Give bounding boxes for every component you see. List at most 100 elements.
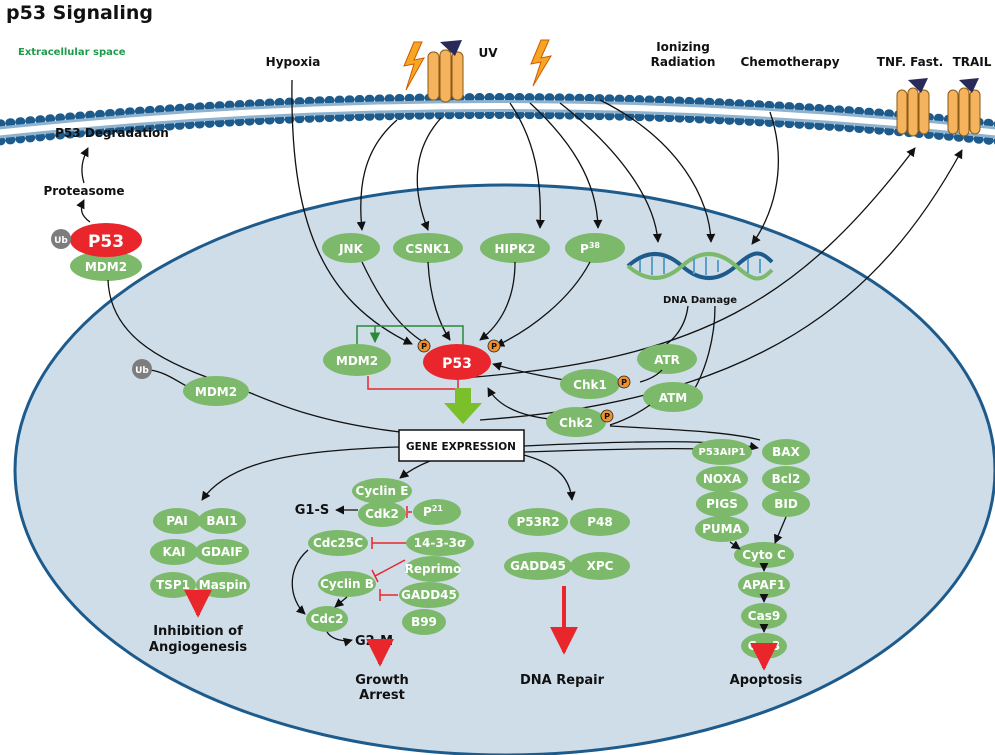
cyclin-b-label: Cyclin B (320, 577, 374, 591)
uv-receptor (427, 40, 464, 103)
chk1-node: Chk1 P (560, 369, 631, 399)
bai1-label: BAI1 (206, 514, 237, 528)
noxa-label: NOXA (703, 472, 742, 486)
green-feedback-line (356, 325, 464, 346)
dna-repair-label: DNA Repair (520, 673, 605, 688)
atm-node: ATM (643, 382, 703, 412)
arrow (80, 147, 89, 184)
angiogenesis-outcome-2: Angiogenesis (149, 640, 247, 655)
cdc2-label: Cdc2 (311, 612, 344, 626)
p48-label: P48 (587, 515, 613, 529)
chk2-label: Chk2 (559, 416, 593, 430)
proteasome-label: Proteasome (44, 184, 125, 198)
bid-label: BID (774, 497, 798, 511)
gadd45-repair-label: GADD45 (510, 559, 566, 573)
gene-expression-label: GENE EXPRESSION (406, 441, 516, 453)
p53-degradation-label: P53 Degradation (55, 126, 169, 140)
phospho-label: P (491, 342, 497, 351)
apoptosis-group: P53AIP1 NOXA PIGS PUMA BAX Bcl2 BID Cyto… (692, 439, 810, 688)
page-title: p53 Signaling (6, 2, 153, 24)
kai-label: KAI (162, 545, 185, 559)
b99-label: B99 (411, 615, 437, 629)
csnk1-label: CSNK1 (405, 242, 450, 256)
cas9-label: Cas9 (748, 609, 780, 623)
atr-node: ATR (637, 344, 697, 374)
hipk2-node: HIPK2 (480, 233, 550, 263)
arrow (76, 199, 91, 223)
p53-core-label: P53 (442, 356, 472, 372)
p21-label: P21 (423, 504, 443, 519)
chk2-node: Chk2 P (546, 407, 614, 437)
trail-receptor (947, 78, 981, 137)
ub-label: Ub (54, 236, 68, 246)
cdk2-label: Cdk2 (365, 507, 399, 521)
chk1-label: Chk1 (573, 378, 607, 392)
p53-ub-complex: MDM2 P53 Ub (51, 223, 142, 281)
hypoxia-label: Hypoxia (266, 55, 321, 69)
green-arrow-icon (444, 388, 482, 424)
apoptosis-label: Apoptosis (730, 673, 803, 688)
dna-damage-label: DNA Damage (663, 295, 737, 306)
ionizing-label-2: Radiation (651, 55, 716, 69)
ub-label: Ub (135, 366, 149, 376)
dna-helix-icon (626, 251, 774, 281)
bax-label: BAX (772, 445, 800, 459)
tnf-label: TNF. Fast. (877, 55, 943, 69)
g1s-label: G1-S (295, 503, 329, 518)
phospho-label: P (421, 342, 427, 351)
p53aip1-label: P53AIP1 (699, 447, 746, 458)
mdm2-label: MDM2 (85, 260, 127, 274)
atr-label: ATR (654, 353, 680, 367)
cyclin-e-label: Cyclin E (356, 484, 409, 498)
pigs-label: PIGS (706, 497, 738, 511)
phospho-label: P (621, 378, 627, 387)
csnk1-node: CSNK1 (393, 233, 463, 263)
g2m-label: G2-M (355, 634, 393, 649)
tsp1-label: TSP1 (156, 578, 190, 592)
ub-mdm2-nuclear: MDM2 Ub (107, 279, 401, 433)
stimulus-arrows (291, 79, 963, 421)
jnk-node: JNK (322, 233, 380, 263)
reprimo-label: Reprimo (405, 562, 462, 576)
maspin-label: Maspin (199, 578, 247, 592)
phospho-label: P (604, 412, 610, 421)
sigma-label: 14-3-3σ (414, 536, 467, 550)
cell-cycle-group: Cyclin E Cdk2 P21 Cdc25C 14-3-3σ Reprimo… (291, 478, 474, 703)
mdm2-nuclear-label: MDM2 (195, 385, 237, 399)
jnk-label: JNK (338, 242, 364, 256)
mdm2-core-label: MDM2 (336, 354, 378, 368)
gdaif-label: GDAIF (201, 545, 243, 559)
xpc-label: XPC (587, 559, 614, 573)
atm-label: ATM (659, 391, 687, 405)
hipk2-label: HIPK2 (495, 242, 536, 256)
bcl2-label: Bcl2 (772, 472, 801, 486)
lightning-bolt-icon (530, 39, 553, 87)
p38-label: P38 (580, 241, 600, 256)
angiogenesis-outcome-1: Inhibition of (153, 624, 243, 639)
p53-core-node: P53 P P (417, 339, 501, 380)
uv-label: UV (478, 46, 498, 60)
cyto-c-label: Cyto C (742, 548, 786, 562)
p53r2-label: P53R2 (516, 515, 559, 529)
puma-label: PUMA (702, 522, 742, 536)
nucleus (13, 183, 995, 755)
chemotherapy-label: Chemotherapy (740, 55, 839, 69)
dna-repair-group: P53R2 P48 GADD45 XPC DNA Repair (504, 508, 630, 688)
ionizing-label-1: Ionizing (656, 40, 710, 54)
angiogenesis-group: PAI BAI1 KAI GDAIF TSP1 Maspin Inhibitio… (149, 508, 250, 655)
p38-node: P38 (565, 233, 625, 263)
gadd45-label: GADD45 (401, 588, 457, 602)
tnf-receptor (896, 78, 930, 137)
mdm2-core-node: MDM2 (323, 344, 391, 376)
apaf1-label: APAF1 (743, 578, 786, 592)
trail-label: TRAIL (953, 55, 992, 69)
extracellular-label: Extracellular space (18, 47, 126, 58)
cas3-label: Cas3 (748, 639, 780, 653)
cdc25c-label: Cdc25C (313, 536, 363, 550)
growth-arrest-1: Growth (355, 673, 409, 688)
arrow (639, 369, 663, 383)
growth-arrest-2: Arrest (359, 688, 405, 703)
p53-label: P53 (88, 232, 124, 252)
pai-label: PAI (166, 514, 187, 528)
